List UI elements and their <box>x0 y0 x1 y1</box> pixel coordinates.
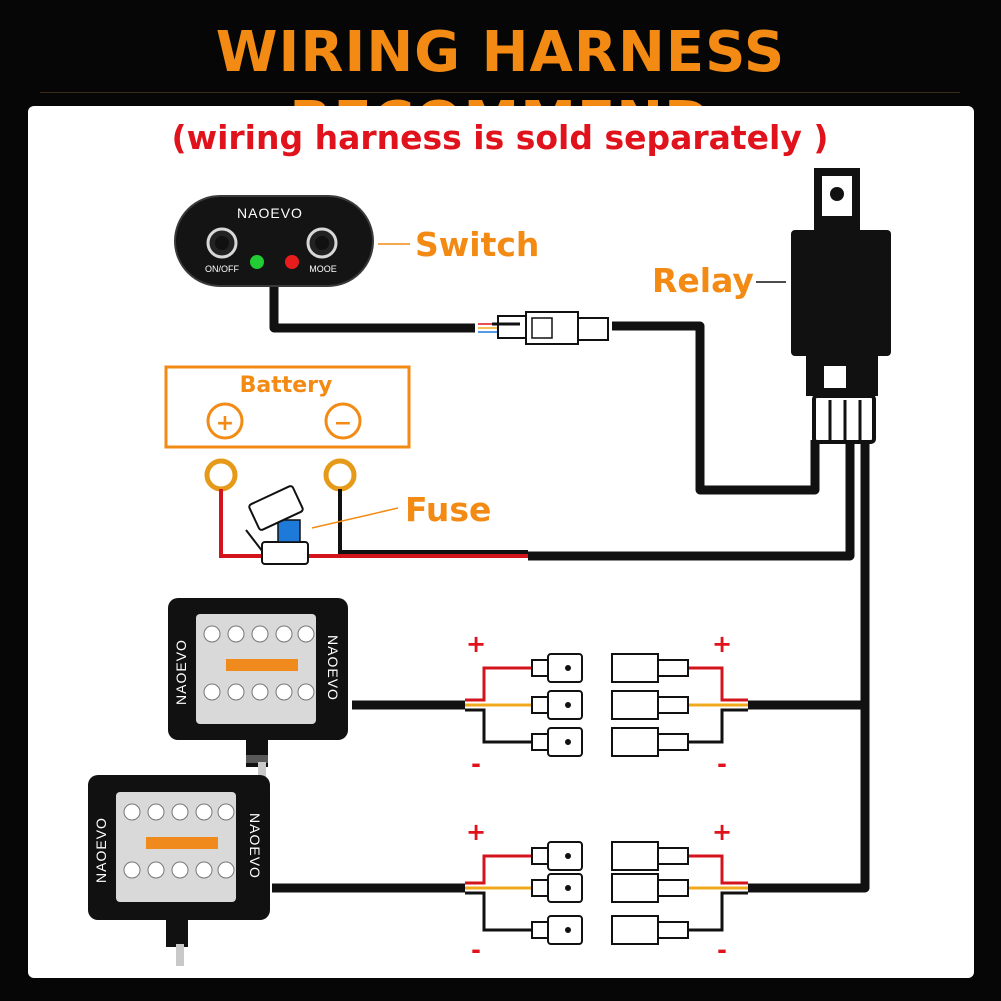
minus-sign: - <box>717 750 727 778</box>
plus-sign: + <box>712 818 732 846</box>
plus-sign: + <box>712 630 732 658</box>
switch-brand: NAOEVO <box>237 205 303 221</box>
switch-panel: NAOEVO ON/OFF MOOE <box>174 195 374 287</box>
light1-brand: NAOEVO <box>173 639 189 705</box>
inline-connector <box>478 311 609 345</box>
fuse-leader-line <box>311 507 399 529</box>
minus-sign: - <box>471 936 481 964</box>
battery: Battery + − <box>164 365 411 449</box>
subtitle: (wiring harness is sold separately ) <box>172 118 829 157</box>
on-off-label: ON/OFF <box>205 264 239 274</box>
led-light-1: NAOEVO NAOEVO <box>168 598 348 784</box>
negative-terminal-icon <box>324 402 362 440</box>
battery-leads <box>219 489 528 558</box>
light2-brand-side: NAOEVO <box>247 813 263 879</box>
relay <box>791 168 891 444</box>
mode-button[interactable] <box>306 227 338 259</box>
switch-label: Switch <box>415 225 539 264</box>
plus-sign: + <box>466 630 486 658</box>
positive-ring-terminal-icon <box>204 458 238 492</box>
relay-switch-cable <box>612 321 820 495</box>
minus-sign: - <box>471 750 481 778</box>
title-divider <box>40 92 960 93</box>
connector-group-1: + - + - <box>465 630 748 778</box>
positive-symbol: + <box>216 411 234 436</box>
red-led-indicator <box>285 255 299 269</box>
light1-brand-side: NAOEVO <box>325 635 341 701</box>
negative-ring-terminal-icon <box>323 458 357 492</box>
green-led-indicator <box>250 255 264 269</box>
main-trunk <box>748 440 870 893</box>
relay-label: Relay <box>652 261 754 300</box>
harness-wires <box>269 282 870 893</box>
battery-label: Battery <box>240 373 333 398</box>
connector-group-2: + - + - <box>465 818 748 964</box>
negative-symbol: − <box>334 411 352 436</box>
on-off-button[interactable] <box>206 227 238 259</box>
plus-sign: + <box>466 818 486 846</box>
mode-label: MOOE <box>309 264 337 274</box>
switch-cable <box>269 282 475 333</box>
fuse-label: Fuse <box>405 490 491 529</box>
light2-brand: NAOEVO <box>93 817 109 883</box>
battery-harness <box>528 440 855 561</box>
led-light-2: NAOEVO NAOEVO <box>88 775 270 966</box>
fuse-holder <box>245 485 309 565</box>
positive-terminal-icon <box>206 402 244 440</box>
minus-sign: - <box>717 936 727 964</box>
